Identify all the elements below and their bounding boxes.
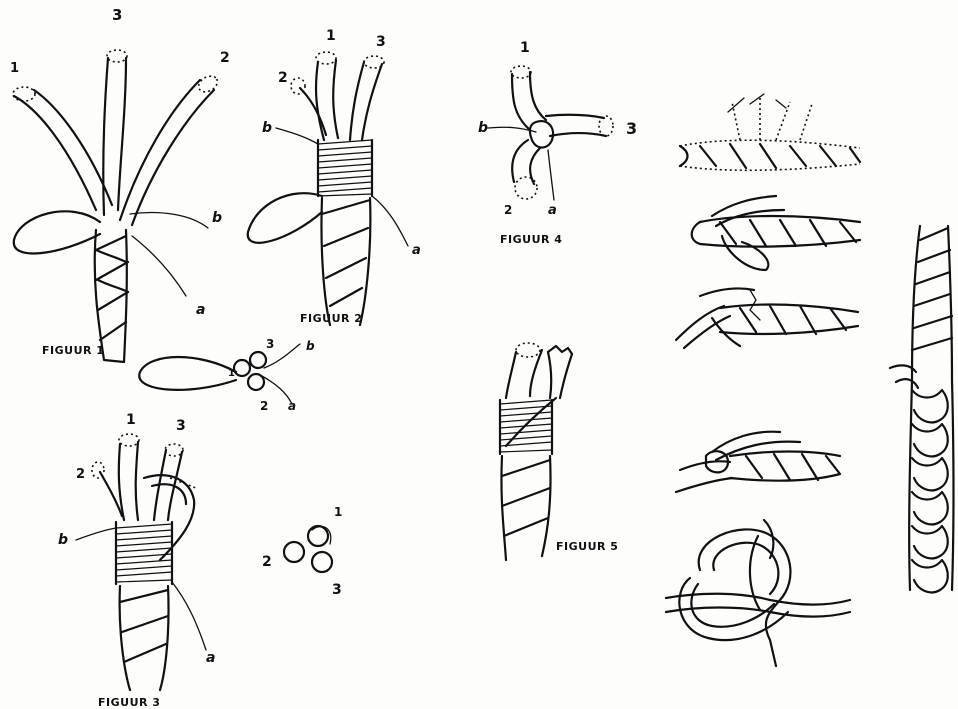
figure-5-strands bbox=[506, 350, 572, 398]
detail-label-3: 3 bbox=[266, 337, 274, 351]
figure-1-label-b: b bbox=[212, 210, 222, 226]
figure-4-label-a: a bbox=[548, 203, 557, 218]
figure-2-strand-2-end bbox=[291, 78, 305, 94]
figure-4-label-1: 1 bbox=[520, 40, 530, 56]
detail-label-a: a bbox=[288, 399, 296, 413]
figure-2-loop bbox=[248, 193, 322, 243]
figure-5-strand-end-right bbox=[548, 346, 572, 354]
figure-3-whipping bbox=[116, 522, 172, 584]
cross-circle-1 bbox=[308, 526, 328, 546]
figure-1-end-b bbox=[130, 213, 208, 228]
splice-step-3 bbox=[676, 288, 858, 348]
figure-5-strand-end-left bbox=[516, 343, 540, 357]
figure-2-strand-3-end bbox=[364, 56, 384, 68]
figure-3-label-3: 3 bbox=[176, 418, 186, 434]
detail-circle-3 bbox=[250, 352, 266, 368]
figure-4-label-b: b bbox=[478, 120, 488, 136]
figure-3-label-1: 1 bbox=[126, 412, 136, 428]
cross-label-2: 2 bbox=[262, 554, 272, 570]
figure-2-caption: FIGUUR 2 bbox=[300, 312, 362, 325]
figure-2-strand-3 bbox=[350, 62, 382, 140]
figure-3-caption: FIGUUR 3 bbox=[98, 696, 160, 709]
figure-3-label-b: b bbox=[58, 532, 68, 548]
finished-braided-rope bbox=[890, 226, 954, 592]
detail-loop-diagram: 1 3 2 b a bbox=[139, 337, 315, 413]
figure-5: FIGUUR 5 bbox=[500, 343, 618, 560]
figure-3-end-b bbox=[76, 528, 116, 540]
figure-4-end-a bbox=[548, 150, 554, 200]
splice-step-1 bbox=[680, 94, 860, 170]
detail-label-2: 2 bbox=[260, 399, 268, 413]
figure-1-strand-2 bbox=[120, 80, 214, 225]
figure-1-label-3: 3 bbox=[112, 6, 122, 24]
figure-4-strand-1-end bbox=[511, 66, 531, 78]
splice-step-4 bbox=[676, 432, 840, 492]
figure-2-label-1: 1 bbox=[326, 28, 336, 44]
detail-label-b: b bbox=[306, 339, 315, 353]
figure-1-label-1: 1 bbox=[10, 61, 19, 76]
figure-1-caption: FIGUUR 1 bbox=[42, 344, 104, 357]
figure-3-strand-1-end bbox=[119, 434, 139, 446]
figure-4-strand-3-end bbox=[599, 116, 613, 136]
figure-3-end-a bbox=[172, 582, 206, 650]
figure-2-label-2: 2 bbox=[278, 70, 288, 86]
detail-cross-section: 1 2 3 bbox=[262, 505, 342, 598]
figure-4-label-2: 2 bbox=[504, 203, 512, 217]
detail-loop bbox=[139, 357, 236, 390]
figure-2-rope bbox=[321, 198, 370, 325]
figure-1-strand-1 bbox=[14, 90, 112, 210]
figure-2-end-b bbox=[276, 128, 318, 144]
detail-label-1: 1 bbox=[228, 368, 235, 379]
figure-4-strand-3 bbox=[546, 115, 606, 136]
figure-1-rope bbox=[95, 230, 128, 362]
figure-4-center-knot bbox=[530, 121, 553, 147]
figure-1-strand-1-end bbox=[13, 87, 35, 101]
figure-1-loop bbox=[14, 211, 100, 253]
figure-5-whipping bbox=[500, 398, 556, 454]
cross-circle-3 bbox=[312, 552, 332, 572]
figure-1-strand-3-end bbox=[107, 50, 127, 62]
cross-label-3: 3 bbox=[332, 582, 342, 598]
figure-1-label-2: 2 bbox=[220, 50, 230, 66]
figure-4-strand-2-end bbox=[515, 177, 537, 199]
figure-2-label-a: a bbox=[412, 243, 421, 258]
figure-3-strand-2-end bbox=[92, 462, 104, 478]
figure-1-strand-2-end bbox=[196, 73, 220, 95]
splice-step-2 bbox=[692, 196, 860, 270]
figure-4-caption: FIGUUR 4 bbox=[500, 233, 562, 246]
figure-4-label-3: 3 bbox=[626, 119, 637, 138]
detail-circle-1 bbox=[234, 360, 250, 376]
figure-2-label-3: 3 bbox=[376, 34, 386, 50]
figure-5-caption: FIGUUR 5 bbox=[556, 540, 618, 553]
figure-1: 3 1 2 b a FIGUUR 1 bbox=[10, 6, 230, 362]
figure-3: 1 3 2 b a FIGUUR 3 bbox=[58, 412, 215, 709]
figure-2-whipping bbox=[318, 140, 372, 196]
figure-2: 1 3 2 b a FIGUUR 2 bbox=[248, 28, 421, 325]
cross-label-1: 1 bbox=[334, 505, 342, 519]
figure-1-end-a bbox=[132, 236, 186, 296]
cross-circle-2 bbox=[284, 542, 304, 562]
figure-3-label-a: a bbox=[206, 650, 215, 666]
figure-3-strand-1 bbox=[119, 442, 138, 520]
figure-3-strand-3-end bbox=[165, 444, 183, 456]
figure-5-rope bbox=[501, 456, 550, 560]
splice-step-5-knot bbox=[666, 520, 850, 666]
figure-3-rope bbox=[120, 586, 169, 690]
figure-2-strand-1 bbox=[316, 60, 338, 140]
figure-1-label-a: a bbox=[196, 302, 205, 318]
figure-4: 1 3 b 2 a FIGUUR 4 bbox=[478, 40, 637, 246]
figure-2-label-b: b bbox=[262, 120, 272, 136]
figure-3-label-2: 2 bbox=[76, 467, 85, 482]
figure-2-end-a bbox=[372, 196, 408, 246]
